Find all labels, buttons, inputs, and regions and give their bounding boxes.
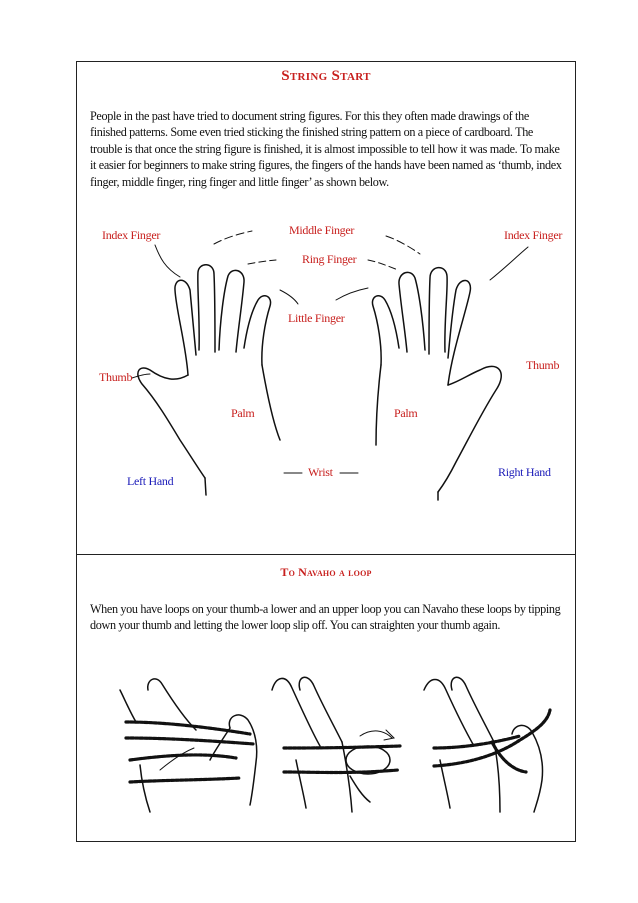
navaho-paragraph: When you have loops on your thumb-a lowe…: [90, 602, 561, 633]
label-index-finger-right: Index Finger: [504, 228, 563, 242]
label-right-hand: Right Hand: [498, 465, 551, 479]
page-frame: [76, 61, 576, 842]
navaho-step-2: [271, 676, 402, 813]
label-little-finger: Little Finger: [288, 311, 345, 325]
label-palm-right: Palm: [394, 406, 418, 420]
navaho-step-1: [119, 678, 258, 813]
section-title-navaho-loop: To Navaho a loop: [280, 565, 372, 579]
label-palm-left: Palm: [231, 406, 255, 420]
label-wrist: Wrist: [308, 465, 333, 479]
section-divider: [76, 554, 576, 555]
label-middle-finger: Middle Finger: [289, 223, 355, 237]
label-thumb-right: Thumb: [526, 358, 560, 372]
section-title-string-start: String Start: [281, 68, 371, 84]
navaho-step-3: [423, 676, 552, 813]
left-hand-drawing: [137, 264, 281, 496]
label-left-hand: Left Hand: [127, 474, 174, 488]
label-index-finger-left: Index Finger: [102, 228, 161, 242]
right-hand-drawing: [371, 266, 502, 501]
intro-paragraph: People in the past have tried to documen…: [90, 109, 562, 189]
leader-lines: [131, 230, 529, 474]
label-ring-finger: Ring Finger: [302, 252, 357, 266]
label-thumb-left: Thumb: [99, 370, 133, 384]
